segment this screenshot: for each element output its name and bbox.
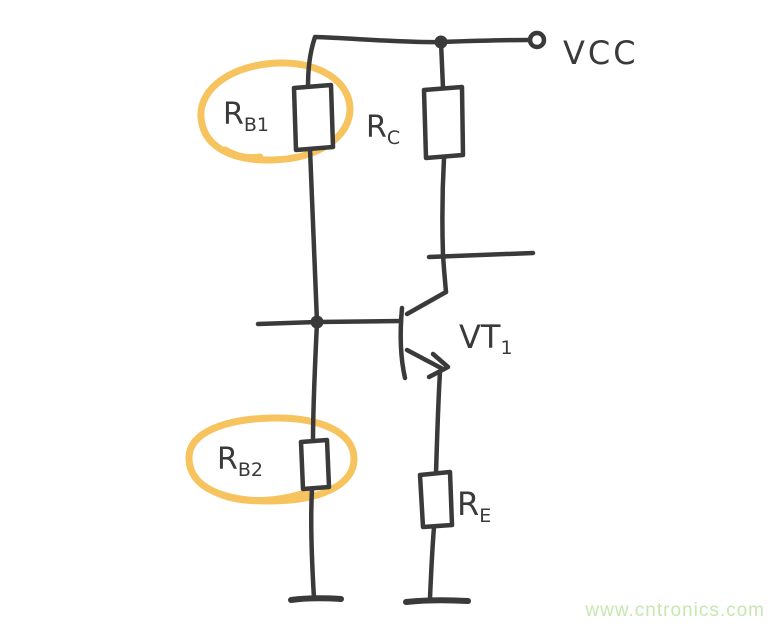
highlight-loop-rb2	[185, 414, 358, 505]
wire-rb2-bottom	[308, 486, 317, 601]
resistor-body-rb2	[298, 437, 332, 492]
wire-rc-bottom	[440, 155, 447, 258]
transistor-collector-lead	[404, 289, 449, 317]
ground-symbol-rb2	[288, 595, 344, 603]
wire-rb2-top	[310, 319, 320, 444]
wire-top-rail	[305, 34, 531, 91]
label-vt1: VT1	[459, 318, 513, 359]
label-rc: RC	[366, 110, 400, 149]
transistor-emitter-arrow	[426, 351, 451, 380]
transistor-vt1-symbol	[398, 289, 451, 381]
ground-symbol-re	[403, 597, 471, 605]
collector-output-line	[426, 250, 536, 260]
resistor-body-rb1	[291, 82, 336, 153]
highlight-loop-rb1	[197, 59, 354, 164]
wire-emitter	[433, 369, 443, 477]
label-rb2: RB2	[217, 442, 263, 481]
label-rb1: RB1	[223, 97, 269, 136]
resistor-body-re	[417, 469, 455, 530]
transistor-emitter-lead	[404, 347, 444, 371]
wire-base	[255, 318, 404, 327]
wire-rc-top	[438, 39, 446, 91]
wire-re-bottom	[427, 524, 437, 601]
highlight-tail-rb2	[211, 488, 312, 505]
resistor-body-rc	[421, 84, 466, 161]
wire-collector	[440, 252, 449, 295]
label-vcc: VCC	[563, 34, 639, 72]
highlight-tail-rb1	[221, 146, 264, 162]
vcc-terminal	[527, 30, 547, 50]
transistor-base-bar	[398, 305, 408, 381]
wire-rb1-bottom	[307, 146, 320, 325]
watermark: www.cntronics.com	[585, 600, 765, 621]
label-re: RE	[457, 485, 491, 527]
